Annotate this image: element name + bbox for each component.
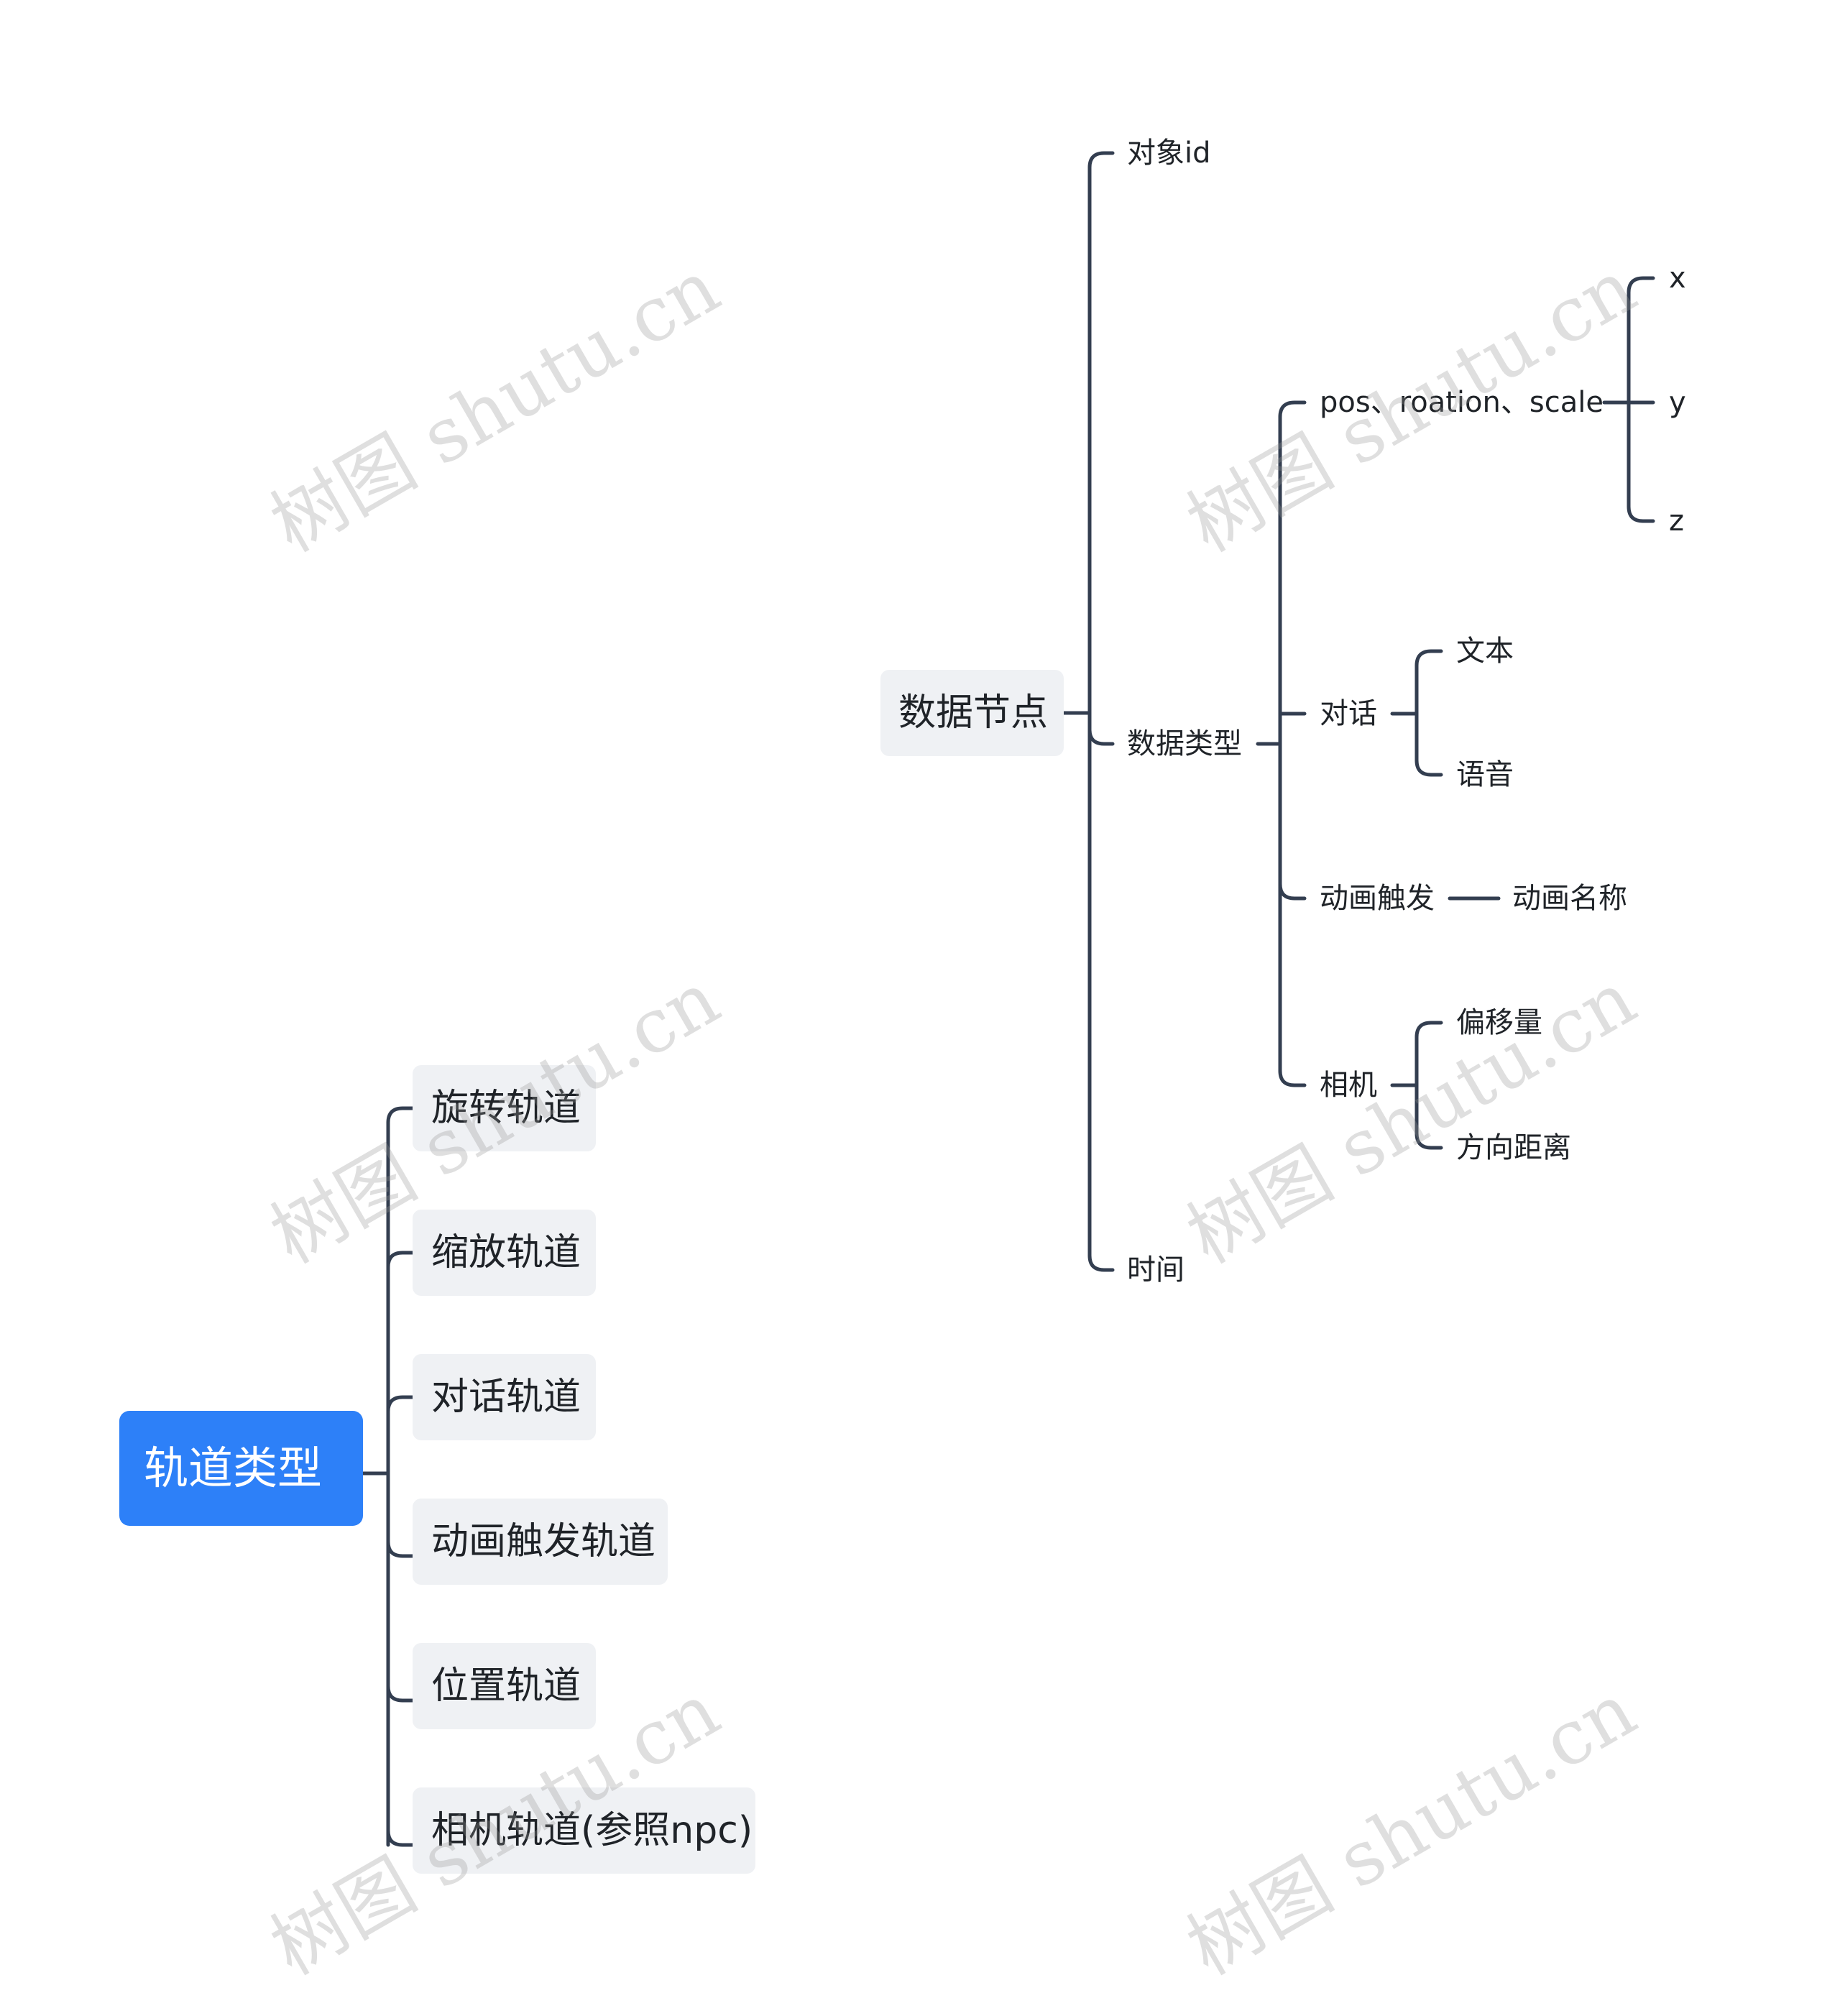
pill-scale-track[interactable]: [413, 1210, 596, 1296]
node-anim-trigger-track: 动画触发轨道: [431, 1520, 656, 1563]
connector-left-5: [386, 1684, 415, 1703]
connector-time: [1087, 1253, 1115, 1272]
node-anim-name[interactable]: 动画名称: [1512, 882, 1627, 915]
node-dialog-track: 对话轨道: [431, 1376, 581, 1419]
node-position-track: 位置轨道: [431, 1665, 581, 1708]
node-camera[interactable]: 相机: [1320, 1069, 1377, 1102]
node-rotation-track: 旋转轨道: [431, 1087, 581, 1130]
node-axis-x[interactable]: x: [1669, 262, 1686, 295]
pill-anim-trigger-track[interactable]: [413, 1499, 668, 1585]
node-data-type[interactable]: 数据类型: [1127, 727, 1242, 760]
connector-direction: [1414, 1131, 1443, 1150]
node-time[interactable]: 时间: [1127, 1253, 1184, 1287]
node-scale-track: 缩放轨道: [431, 1231, 581, 1274]
node-object-id[interactable]: 对象id: [1127, 137, 1211, 170]
root-node-track-types[interactable]: [119, 1411, 363, 1526]
node-anim-trigger[interactable]: 动画触发: [1320, 882, 1435, 915]
connector-anim: [1278, 882, 1307, 901]
connector-left-2: [386, 1251, 415, 1269]
node-axis-y[interactable]: y: [1669, 386, 1686, 419]
node-dialog[interactable]: 对话: [1320, 697, 1377, 730]
connector-offset: [1414, 1021, 1443, 1039]
connector-transform: [1278, 400, 1307, 419]
connector-text: [1414, 649, 1443, 668]
connector-voice: [1414, 758, 1443, 777]
pill-position-track[interactable]: [413, 1643, 596, 1729]
node-dialog-voice[interactable]: 语音: [1456, 758, 1514, 791]
connector-left-3: [386, 1395, 415, 1414]
node-axis-z[interactable]: z: [1669, 505, 1684, 538]
node-camera-direction[interactable]: 方向距离: [1456, 1131, 1571, 1164]
root-node-track-types-label: 轨道类型: [144, 1442, 323, 1494]
pill-rotation-track[interactable]: [413, 1065, 596, 1151]
connector-objid: [1087, 151, 1115, 170]
connector-camera: [1278, 1069, 1307, 1087]
connector-left-1: [386, 1106, 415, 1125]
node-camera-track: 相机轨道(参照npc): [431, 1809, 753, 1852]
node-camera-offset[interactable]: 偏移量: [1456, 1006, 1542, 1039]
connector-x: [1627, 276, 1655, 295]
pill-camera-track[interactable]: [413, 1787, 755, 1874]
node-transform[interactable]: pos、roation、scale: [1320, 386, 1604, 419]
node-data-node: 数据节点: [898, 691, 1049, 735]
node-dialog-text[interactable]: 文本: [1456, 635, 1514, 668]
connector-datatype: [1087, 727, 1115, 746]
pill-data-node[interactable]: [880, 670, 1064, 756]
connector-z: [1627, 505, 1655, 523]
connector-left-4: [386, 1539, 415, 1558]
pill-dialog-track[interactable]: [413, 1354, 596, 1440]
connector-left-6: [386, 1828, 415, 1847]
